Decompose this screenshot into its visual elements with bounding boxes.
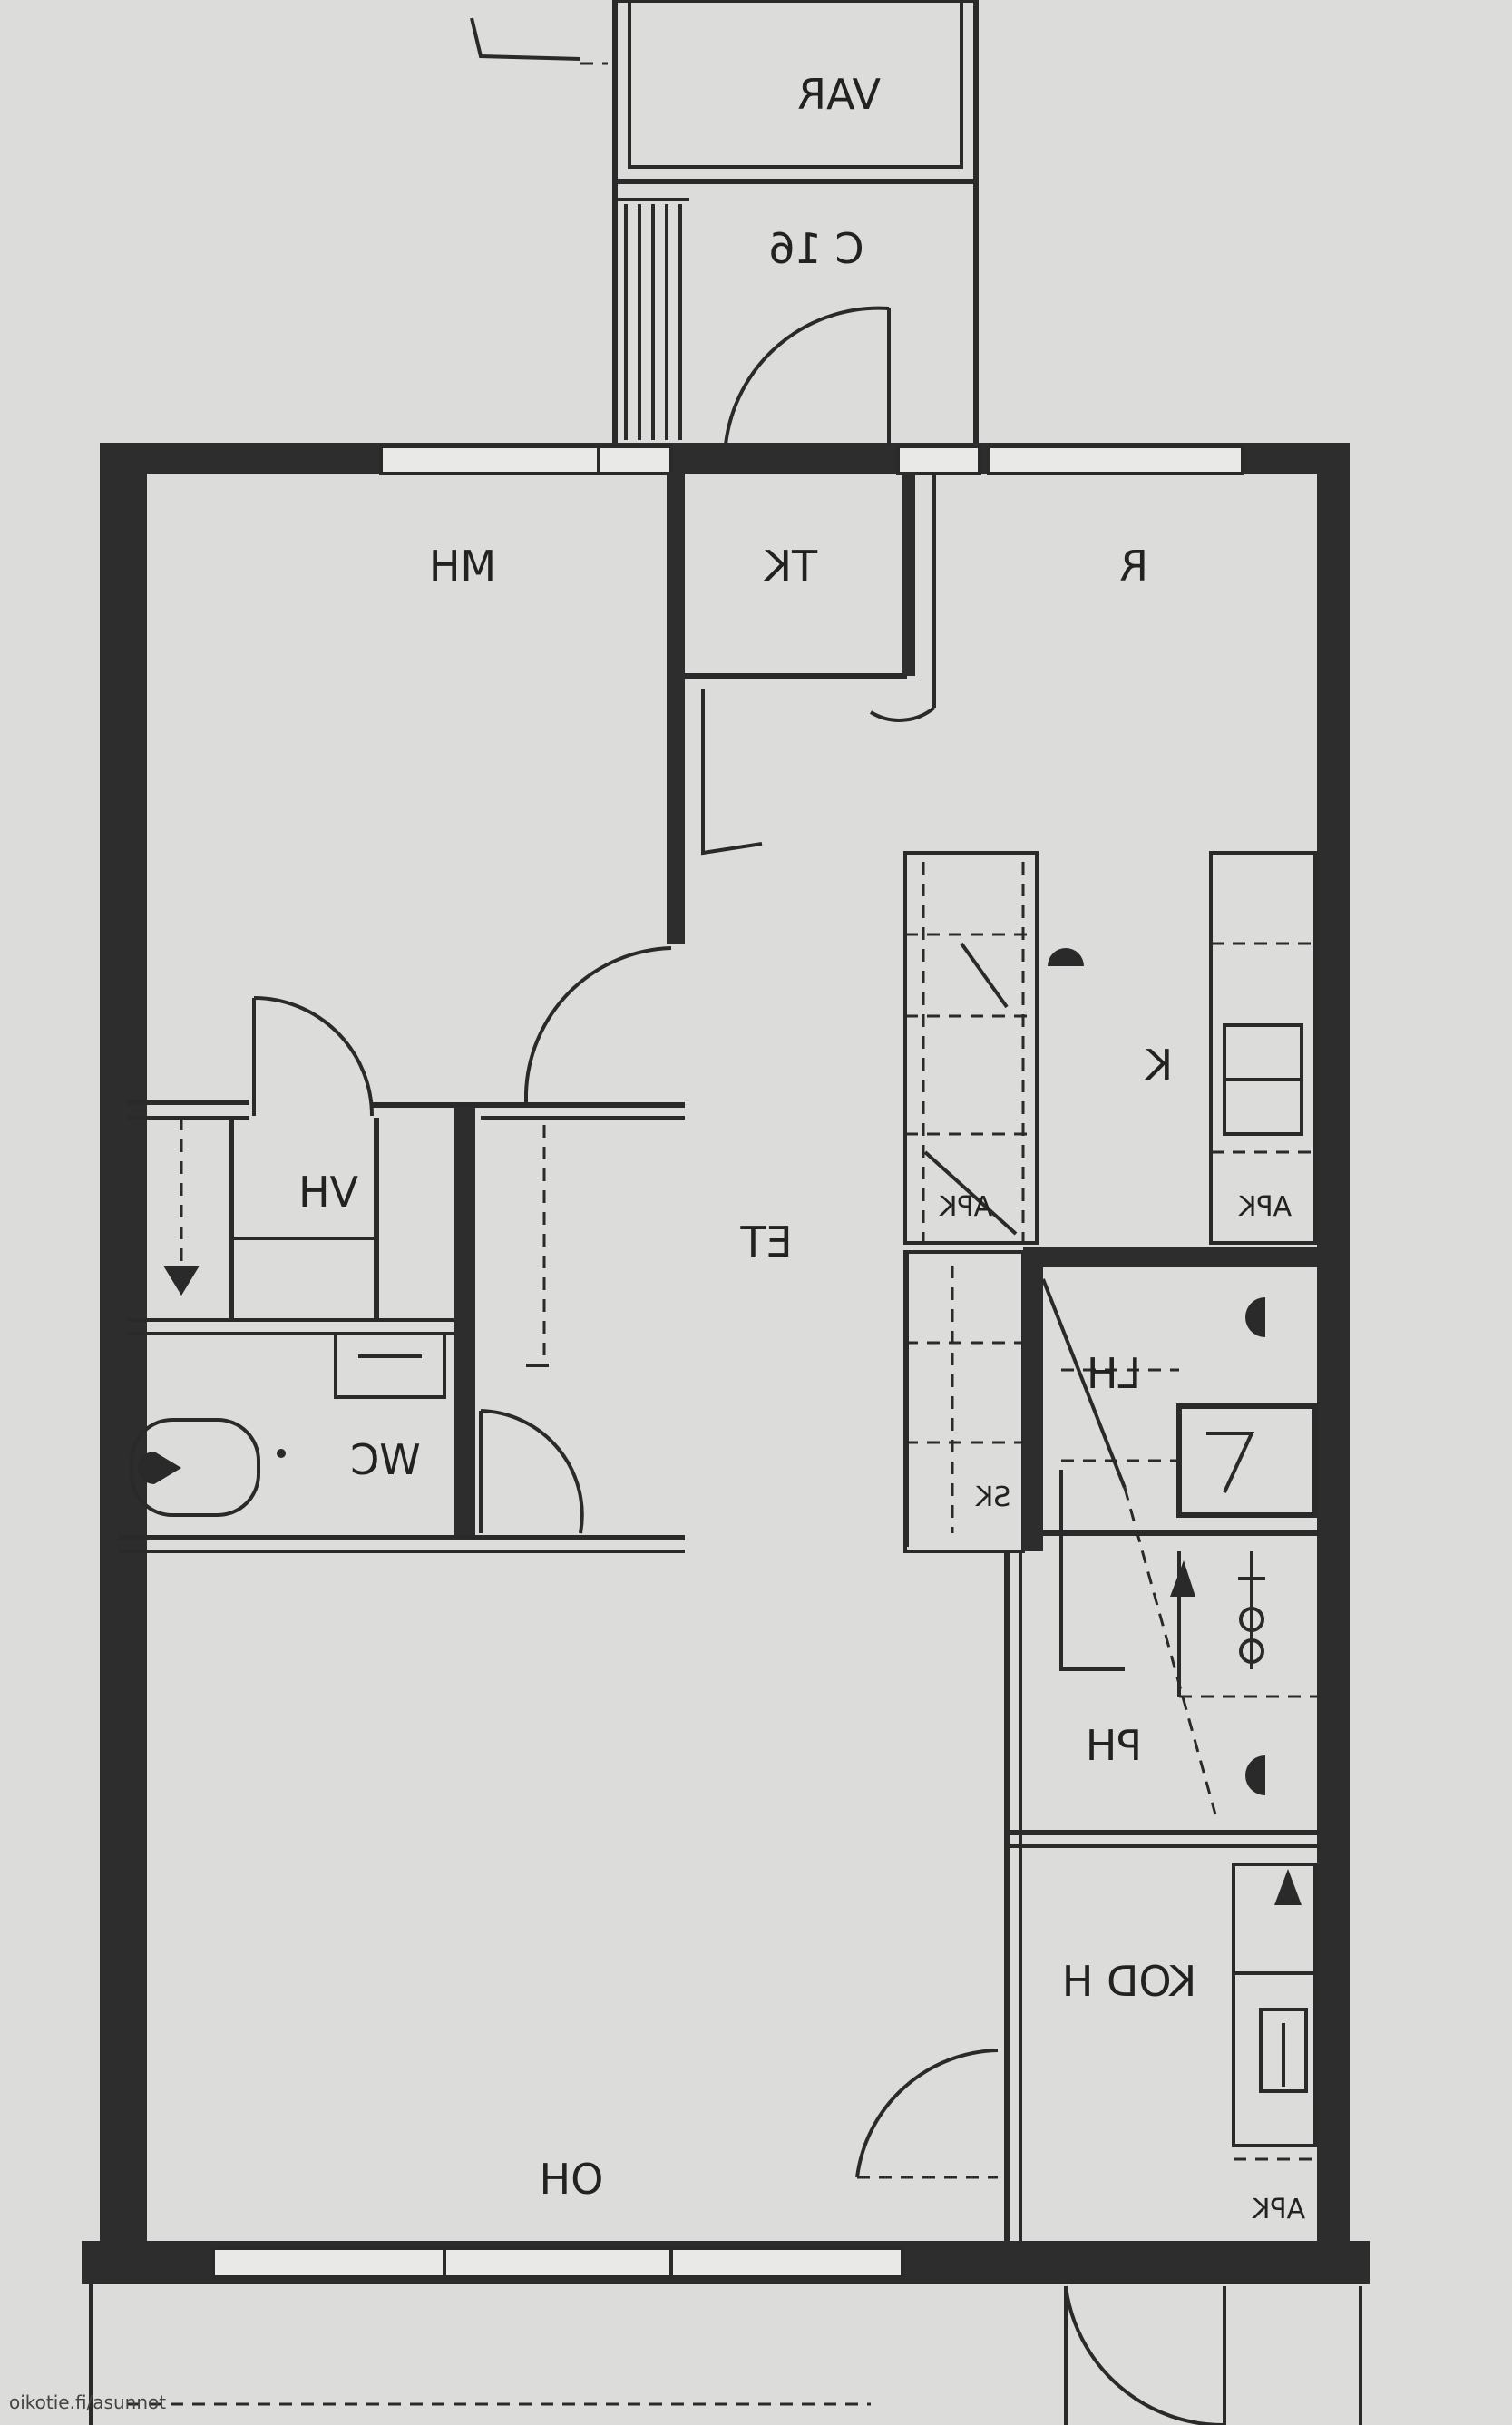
et-closet [905,1252,954,1547]
watermark-text: oikotie.fi/asunnot [9,2391,167,2413]
outer-walls [82,443,1370,2284]
storage-var-outline [470,0,979,184]
room-label-wc: WC [350,1435,421,1484]
room-label-ph: PH [1086,1721,1142,1770]
balcony-door [89,2284,1362,2425]
room-label-tk: TK [763,542,818,591]
room-label-k: K [1144,1041,1173,1090]
room-label-sk: SK [974,1481,1010,1513]
kodh-door [855,2049,999,2179]
room-label-lh: LH [1087,1349,1141,1398]
vh-wc-walls [118,996,685,1553]
wc-sink-fixture [163,1266,446,1399]
entrance-door [724,306,891,445]
room-label-mh: MH [429,542,496,591]
label-apk-utility: APK [1238,1191,1293,1223]
kodh-fixtures [1232,1863,1317,2161]
room-label-var: VAR [797,70,881,119]
kitchen-counter [1209,851,1317,1245]
bathtub-fixture [130,1418,286,1517]
washing-machine-fixture [1238,1551,1265,1669]
room-label-kodh: KOD H [1062,1957,1197,2006]
mh-door [524,946,672,1105]
corridor-stair-hatch [624,204,682,440]
top-windows [379,445,1244,475]
room-labels: VAR C 16 MH TK R K ET VH WC LH SK PH KOD… [298,70,1305,2225]
room-label-r: R [1119,542,1148,591]
bottom-windows [211,2246,904,2279]
label-apk-kodh: APK [1252,2194,1306,2225]
room-label-vh: VH [298,1168,358,1217]
kitchen-cabinets [903,851,1084,1553]
room-label-et: ET [740,1217,793,1266]
label-apk-kitchen: APK [939,1191,993,1223]
corridor-outline [612,181,979,454]
room-label-oh: OH [540,2155,604,2204]
interior-walls-upper [667,472,936,944]
utility-walls [1004,1247,1320,2241]
room-label-c16: C 16 [768,224,863,273]
